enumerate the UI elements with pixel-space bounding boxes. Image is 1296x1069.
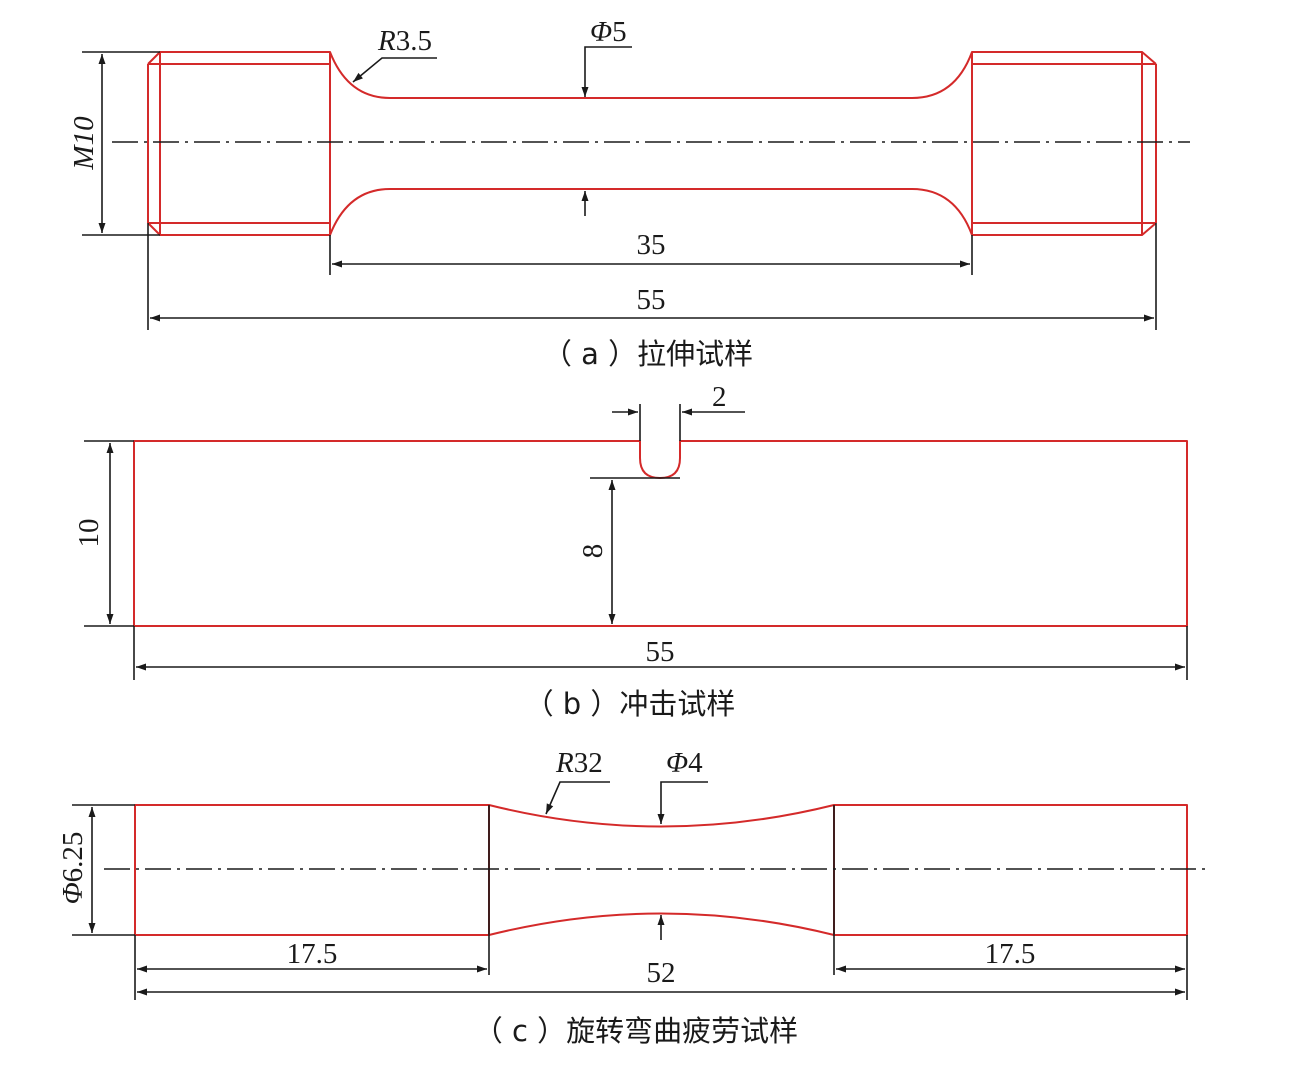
left-thread-body [159, 51, 331, 236]
phi5-leader [581, 46, 632, 97]
total-length-value: 55 [637, 284, 666, 316]
right-chamfer-bottom [1141, 222, 1157, 236]
r32-leader [545, 781, 610, 815]
r35-leader [352, 57, 437, 83]
fatigue-total-length-value: 52 [647, 957, 676, 989]
fatigue-specimen: R32 Φ4 Φ6.25 17.5 17.5 52 （ c ）旋转弯曲疲劳试样 [57, 747, 1208, 1048]
right-thread-body [971, 51, 1143, 236]
gauge-top-profile [329, 51, 973, 99]
neck-diameter-label: Φ4 [666, 747, 703, 779]
neck-top-arc [488, 804, 835, 828]
left-grip [134, 804, 490, 936]
left-chamfer-top [147, 51, 161, 65]
left-grip-length-value: 17.5 [287, 938, 338, 970]
right-grip-length-value: 17.5 [985, 938, 1036, 970]
diameter-label: Φ6.25 [57, 832, 89, 905]
height-value: 10 [73, 519, 105, 548]
caption-a: （ a ）拉伸试样 [543, 337, 753, 371]
right-grip [833, 804, 1188, 936]
caption-b: （ b ）冲击试样 [525, 687, 736, 721]
left-chamfer-bottom [147, 222, 161, 236]
gauge-bottom-profile [329, 188, 973, 236]
neck-bottom-arc [488, 912, 835, 936]
length-value: 55 [646, 636, 675, 668]
impact-specimen: 2 8 10 55 （ b ）冲击试样 [73, 381, 1188, 721]
impact-outline [133, 440, 1188, 627]
fatigue-radius-label: R32 [555, 747, 603, 779]
phi4-leader [657, 781, 708, 824]
radius-label: R3.5 [377, 25, 432, 57]
right-chamfer-top [1141, 51, 1157, 65]
thread-label: M10 [68, 116, 100, 171]
notch-width-value: 2 [712, 381, 727, 413]
gauge-length-value: 35 [637, 229, 666, 261]
tensile-specimen: M10 R3.5 Φ5 35 55 （ a ）拉伸试样 [68, 16, 1190, 371]
ligament-height-value: 8 [577, 544, 609, 559]
diameter-label: Φ5 [590, 16, 627, 48]
caption-c: （ c ）旋转弯曲疲劳试样 [474, 1014, 798, 1048]
tensile-outline [147, 51, 1157, 236]
